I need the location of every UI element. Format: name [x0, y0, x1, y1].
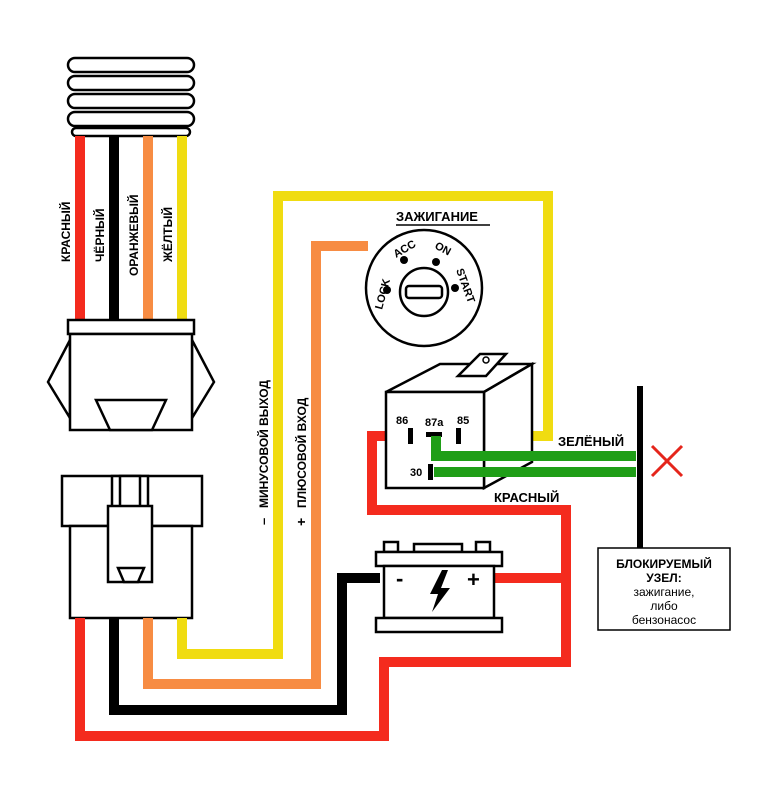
- battery-plus: +: [467, 567, 480, 592]
- label-green: ЗЕЛЁНЫЙ: [558, 434, 624, 449]
- top-connector: КРАСНЫЙ ЧЁРНЫЙ ОРАНЖЕВЫЙ ЖЁЛТЫЙ: [46, 56, 216, 432]
- blocked-desc-3: бензонасос: [632, 613, 696, 627]
- battery: - +: [374, 540, 504, 634]
- wire-yellow: [177, 191, 553, 659]
- top-label-orange: ОРАНЖЕВЫЙ: [126, 194, 141, 276]
- wire-orange: [143, 241, 368, 689]
- lock-dot: [383, 286, 391, 294]
- top-label-yellow: ЖЁЛТЫЙ: [160, 207, 175, 263]
- blocked-desc-2: либо: [650, 599, 678, 613]
- wire-black: [109, 573, 380, 715]
- start-dot: [451, 284, 459, 292]
- ignition-title: ЗАЖИГАНИЕ: [396, 209, 478, 224]
- ignition-switch: ЗАЖИГАНИЕ LOCK ACC ON START: [364, 209, 490, 348]
- blocked-title-1: БЛОКИРУЕМЫЙ: [616, 556, 712, 571]
- bottom-connector: [60, 474, 204, 620]
- battery-minus: -: [396, 566, 403, 591]
- top-label-black: ЧЁРНЫЙ: [92, 208, 107, 262]
- relay-pin-85: 85: [457, 415, 469, 427]
- blocked-desc-1: зажигание,: [633, 585, 694, 599]
- relay-pin-87a: 87a: [425, 417, 444, 429]
- label-red: КРАСНЫЙ: [494, 490, 559, 505]
- label-plus-sign: +: [293, 518, 309, 526]
- acc-dot: [400, 256, 408, 264]
- lightning-icon: [430, 570, 450, 612]
- connector-boot-ribs: [66, 56, 196, 138]
- blocked-unit-box: БЛОКИРУЕМЫЙ УЗЕЛ: зажигание, либо бензон…: [597, 547, 731, 631]
- label-minus-sign: –: [256, 518, 271, 525]
- label-minus-output: МИНУСОВОЙ ВЫХОД: [256, 380, 271, 508]
- relay-pin-86: 86: [396, 415, 408, 427]
- relay-pin-30: 30: [410, 467, 422, 479]
- blocked-title-2: УЗЕЛ:: [646, 571, 681, 585]
- label-plus-input: ПЛЮСОВОЙ ВХОД: [294, 397, 309, 508]
- on-dot: [432, 258, 440, 266]
- cut-cross-icon: [650, 444, 684, 478]
- wire-red-relay: [367, 431, 571, 578]
- connector-housing: [46, 318, 216, 432]
- wire-green-upper: [431, 436, 636, 461]
- top-label-red: КРАСНЫЙ: [58, 202, 73, 262]
